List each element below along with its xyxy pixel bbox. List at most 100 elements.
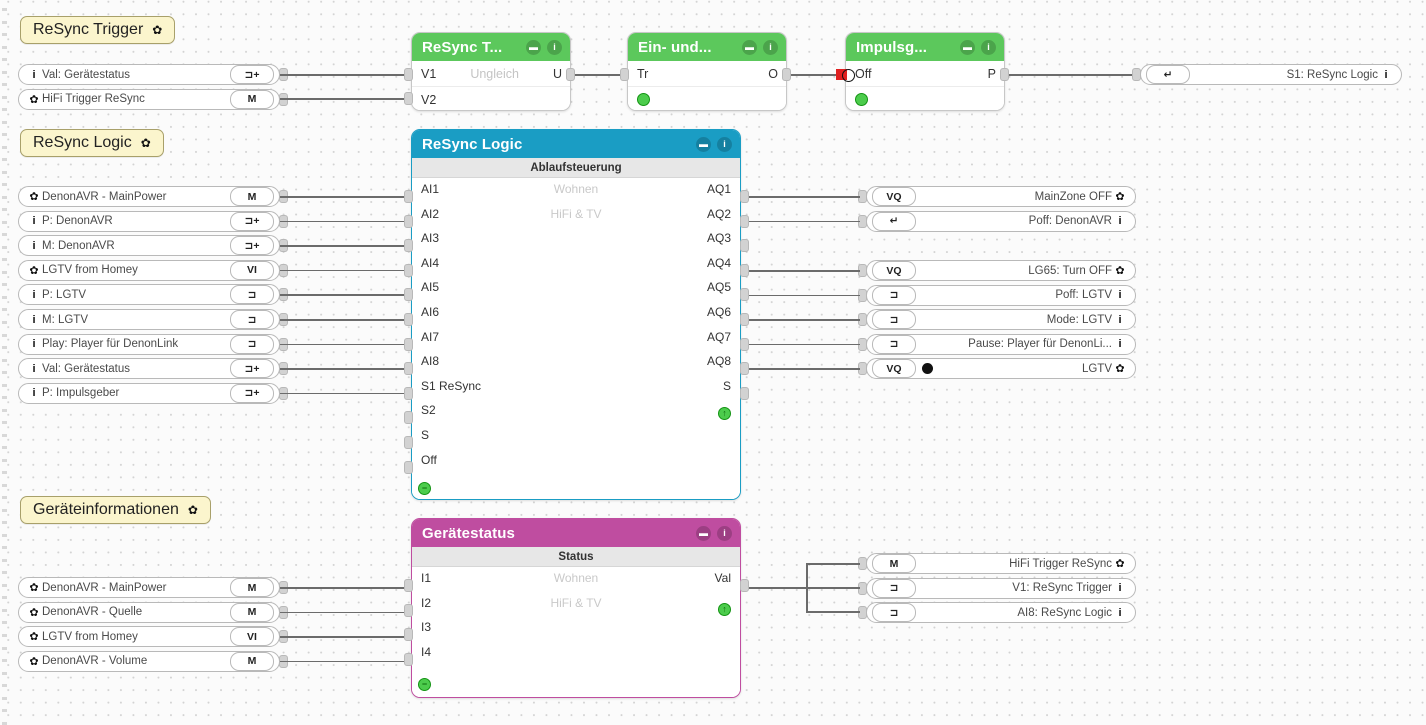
node-header[interactable]: ReSync Logic▬i	[412, 130, 740, 158]
node-output-port[interactable]	[740, 313, 749, 326]
output-row-type-pill[interactable]: ⊐	[872, 603, 916, 623]
node-input-port[interactable]	[404, 239, 413, 253]
comment-icon[interactable]: ▬	[960, 39, 975, 55]
group-geraeteinformationen[interactable]: Geräteinformationen✿	[20, 496, 211, 524]
connection-wire[interactable]	[280, 220, 404, 223]
input-row-type-pill[interactable]: VI	[230, 627, 274, 647]
input-row-type-pill[interactable]: ⊐	[230, 334, 274, 354]
comment-icon[interactable]: ▬	[696, 525, 711, 541]
output-row-type-pill[interactable]: ⊐	[872, 578, 916, 598]
connection-wire[interactable]	[280, 74, 404, 76]
node-input-port[interactable]	[404, 313, 413, 326]
output-row-type-pill[interactable]: ↵	[1146, 65, 1190, 84]
connection-wire[interactable]	[749, 270, 860, 272]
connection-wire[interactable]	[280, 611, 404, 614]
connection-wire[interactable]	[749, 368, 860, 370]
info-icon[interactable]: i	[717, 136, 732, 152]
input-row-type-pill[interactable]: M	[230, 89, 274, 109]
input-row-type-pill[interactable]: ⊐+	[230, 383, 274, 403]
node-header[interactable]: Impulsg...▬i	[846, 33, 1004, 61]
output-row-type-pill[interactable]: VQ	[872, 359, 916, 379]
input-port[interactable]	[1132, 68, 1141, 81]
connection-wire[interactable]	[749, 220, 860, 223]
connection-wire[interactable]	[749, 294, 860, 297]
input-row-type-pill[interactable]: ⊐	[230, 310, 274, 329]
connection-wire[interactable]	[280, 392, 404, 395]
connection-wire[interactable]	[1009, 74, 1132, 76]
node-output-port[interactable]	[740, 337, 749, 351]
info-icon[interactable]: i	[547, 39, 562, 55]
node-input-port[interactable]	[620, 68, 629, 81]
node-output-port[interactable]	[1000, 68, 1009, 81]
node-input-port[interactable]	[404, 214, 413, 228]
output-row-type-pill[interactable]: M	[872, 554, 916, 573]
node-header[interactable]: ReSync T...▬i	[412, 33, 570, 61]
node-input-port[interactable]	[404, 362, 413, 376]
connection-wire[interactable]	[280, 98, 404, 100]
input-row-type-pill[interactable]: ⊐+	[230, 65, 274, 84]
input-row-type-pill[interactable]: M	[230, 187, 274, 206]
node-input-port[interactable]	[404, 263, 413, 277]
connection-wire[interactable]	[791, 74, 836, 76]
output-row-type-pill[interactable]: VQ	[872, 261, 916, 280]
connection-wire[interactable]	[280, 368, 404, 370]
node-output-port[interactable]	[740, 579, 749, 592]
connection-wire[interactable]	[749, 343, 860, 346]
input-row-type-pill[interactable]: VI	[230, 260, 274, 280]
input-row-type-pill[interactable]: ⊐+	[230, 359, 274, 379]
group-resync-logic[interactable]: ReSync Logic✿	[20, 129, 164, 157]
gear-icon[interactable]: ✿	[187, 503, 198, 517]
connection-wire[interactable]	[280, 343, 404, 346]
input-row-type-pill[interactable]: ⊐+	[230, 236, 274, 256]
comment-icon[interactable]: ▬	[526, 39, 541, 55]
input-port[interactable]	[858, 606, 867, 620]
connection-wire[interactable]	[280, 660, 404, 663]
node-header[interactable]: Gerätestatus▬i	[412, 519, 740, 547]
connection-wire[interactable]	[749, 319, 860, 321]
connection-wire[interactable]	[806, 611, 860, 613]
connection-wire[interactable]	[806, 563, 860, 565]
node-input-port[interactable]	[404, 603, 413, 617]
gear-icon[interactable]: ✿	[152, 23, 163, 37]
node-output-port[interactable]	[740, 239, 749, 253]
node-output-port[interactable]	[782, 68, 791, 81]
node-output-port[interactable]	[740, 214, 749, 228]
connection-wire[interactable]	[575, 74, 620, 76]
node-header[interactable]: Ein- und...▬i	[628, 33, 786, 61]
node-input-port[interactable]	[404, 628, 413, 642]
node-input-port[interactable]	[404, 386, 413, 400]
info-icon[interactable]: i	[981, 39, 996, 55]
node-input-port[interactable]	[404, 68, 413, 81]
info-icon[interactable]: i	[717, 525, 732, 541]
connection-wire[interactable]	[806, 587, 860, 589]
node-output-port[interactable]	[740, 288, 749, 302]
output-row-type-pill[interactable]: ⊐	[872, 334, 916, 354]
node-input-port[interactable]	[404, 411, 413, 425]
comment-icon[interactable]: ▬	[696, 136, 711, 152]
node-input-port[interactable]	[404, 652, 413, 666]
connection-wire[interactable]	[749, 587, 806, 589]
node-input-port[interactable]	[404, 190, 413, 203]
node-input-port[interactable]	[404, 436, 413, 449]
input-row-type-pill[interactable]: M	[230, 651, 274, 671]
input-row-type-pill[interactable]: ⊐	[230, 285, 274, 305]
group-resync-trigger[interactable]: ReSync Trigger✿	[20, 16, 176, 44]
